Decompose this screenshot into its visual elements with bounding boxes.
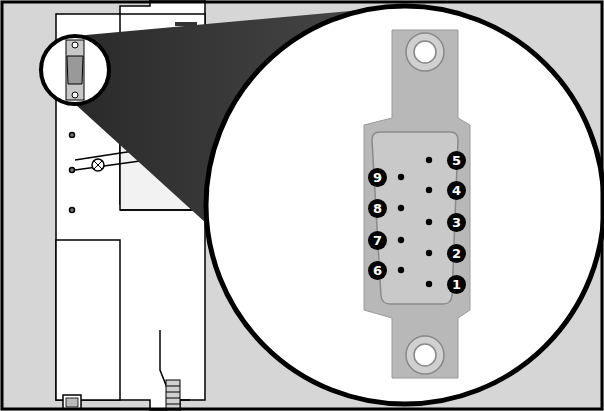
callout-number: 4 <box>447 181 466 200</box>
pin-dots <box>398 157 432 287</box>
small-connector <box>41 36 109 104</box>
callout-number: 9 <box>368 168 387 187</box>
callout-number: 2 <box>447 244 466 263</box>
db9-connector <box>364 30 470 378</box>
callout-number: 7 <box>368 231 387 250</box>
callout-number: 3 <box>447 213 466 232</box>
callout-number: 5 <box>447 151 466 170</box>
callout-number: 8 <box>368 199 387 218</box>
zoom-circle <box>206 6 604 404</box>
callout-number: 6 <box>368 261 387 280</box>
callout-number: 1 <box>447 275 466 294</box>
cable <box>166 380 180 411</box>
